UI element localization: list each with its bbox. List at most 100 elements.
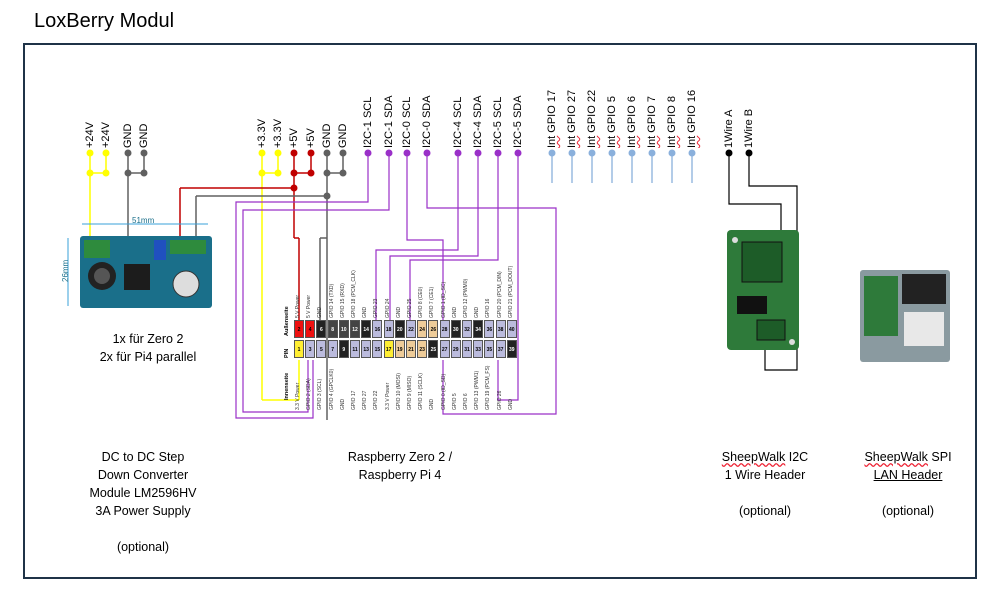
i2c-pin-label: I2C-1 SDA	[383, 95, 395, 148]
gpio-pin-label: Int GPIO 17	[546, 89, 558, 148]
header-pin-name: 5 V Power	[306, 294, 313, 318]
pi-power-pin-label: +3.3V	[256, 118, 268, 148]
header-pin: 24	[417, 320, 428, 338]
header-pin: 33	[473, 340, 484, 358]
power-gnd-wires	[127, 153, 145, 240]
header-pin: 20	[394, 320, 405, 338]
header-pin-name: GPIO 23	[373, 298, 380, 318]
header-pin-name: 5 V Power	[295, 294, 301, 318]
header-pin: 25	[428, 340, 439, 358]
sheepwalk-i2c-caption: SheepWalk I2C 1 Wire Header (optional)	[721, 450, 809, 518]
header-pin: 21	[406, 340, 416, 358]
header-pin-name: GPIO 20 (PCM_DIN)	[496, 271, 503, 318]
header-pin-name: 3.3 V Power	[384, 382, 391, 410]
header-pin-name: GPIO 8 (CE0)	[418, 286, 425, 318]
i2c-pin-label: I2C-1 SCL	[362, 96, 374, 148]
header-pin-name: GPIO 4 (GPCLK0)	[328, 368, 335, 410]
header-pin: 26	[428, 320, 439, 338]
gpio-pin-label: Int GPIO 22	[586, 89, 598, 148]
header-pin-name: GPIO 2 (SDA)	[306, 378, 313, 410]
gpio-pin-label: Int GPIO 6	[626, 96, 638, 148]
header-pin: 2	[294, 320, 304, 338]
gpio-dots	[548, 149, 696, 157]
header-pin: 35	[484, 340, 495, 358]
header-pin-name: GPIO 21 (PCM_DOUT)	[507, 265, 514, 318]
power-pin-label: +24V	[100, 122, 112, 148]
converter-board	[67, 223, 212, 308]
header-pin: 27	[439, 340, 450, 358]
module-frame	[23, 43, 977, 579]
header-pin: 28	[439, 320, 450, 338]
gpio-pin-label: Int GPIO 7	[646, 96, 658, 148]
header-pin: 18	[383, 320, 394, 338]
header-pin-name: 3.3 V Power	[295, 382, 301, 410]
header-pin: 31	[462, 340, 472, 358]
converter-note: 1x für Zero 2 2x für Pi4 parallel	[99, 332, 197, 364]
onewire-pin-label: 1Wire A	[723, 109, 735, 148]
header-pin-name: GPIO 13 (PWM1)	[474, 370, 481, 410]
header-pin-label: PIN	[284, 348, 290, 358]
header-pin: 8	[327, 320, 338, 338]
header-pin: 16	[372, 320, 383, 338]
header-pin-name: GND	[395, 306, 402, 318]
header-pin-name: GND	[362, 306, 369, 318]
i2c-pin-label: I2C-5 SCL	[492, 96, 504, 148]
gpio-pin-label: Int GPIO 5	[606, 96, 618, 148]
header-pin: 40	[506, 320, 517, 338]
header-pin-name: GPIO 9 (MISO)	[407, 375, 413, 410]
header-pin-name: GND	[339, 398, 346, 410]
header-pin-name: GND	[474, 306, 481, 318]
header-pin: 19	[394, 340, 405, 358]
sheepwalk-i2c-board	[727, 230, 799, 350]
header-pin-name: GPIO 14 (TXD)	[328, 283, 335, 318]
header-pin-name: GPIO 18 (PCM_CLK)	[351, 270, 357, 318]
header-pin: 36	[484, 320, 495, 338]
header-pin-name: GPIO 6	[463, 393, 469, 410]
header-pin: 12	[350, 320, 360, 338]
power-pin-dots	[86, 149, 148, 177]
gpio-pin-label: Int GPIO 16	[686, 89, 698, 148]
header-inner-label: Innenseite	[284, 372, 290, 400]
page-title: LoxBerry Modul	[34, 10, 175, 32]
header-pin: 5	[316, 340, 327, 358]
pi-power-pin-label: +3.3V	[272, 118, 284, 148]
header-pin-name: GPIO 16	[485, 298, 492, 318]
header-pin-name: GND	[429, 398, 436, 410]
header-pin-name: GND	[317, 306, 324, 318]
converter-caption: DC to DC Step Down Converter Module LM25…	[89, 450, 197, 554]
header-pin: 3	[305, 340, 316, 358]
header-pin: 37	[495, 340, 506, 358]
header-pin-name: GPIO 17	[351, 390, 357, 410]
header-pin: 34	[473, 320, 484, 338]
onewire-pin-label: 1Wire B	[743, 108, 755, 148]
header-pin: 23	[417, 340, 428, 358]
header-pin: 11	[350, 340, 360, 358]
header-pin: 14	[361, 320, 372, 338]
power-pin-label: +24V	[84, 122, 96, 148]
converter-height-dim: 26mm	[61, 259, 70, 282]
pi-power-pin-label: +5V	[288, 128, 300, 148]
i2c-dots	[364, 149, 522, 157]
i2c-pin-label: I2C-4 SDA	[472, 95, 484, 148]
header-pin: 6	[316, 320, 327, 338]
header-pin: 22	[406, 320, 416, 338]
pi-caption: Raspberry Zero 2 / Raspberry Pi 4	[347, 450, 453, 482]
sheepwalk-spi-board	[860, 270, 950, 362]
header-pin-name: GPIO 27	[362, 390, 369, 410]
header-pin-name: GPIO 11 (SCLK)	[418, 373, 425, 410]
header-pin-name: GPIO 10 (MOSI)	[395, 373, 402, 410]
i2c-wires	[235, 153, 557, 419]
header-pin-name: GPIO 12 (PWM0)	[463, 278, 469, 318]
header-pin: 1	[294, 340, 304, 358]
header-pin-name: GND	[507, 398, 514, 410]
power-24v-wires	[89, 153, 107, 240]
header-pin: 17	[383, 340, 394, 358]
header-pin: 10	[338, 320, 349, 338]
header-pin-name: GPIO 1 (ID_SC)	[440, 281, 447, 318]
i2c-pin-label: I2C-0 SCL	[401, 96, 413, 148]
header-pin-name: GPIO 24	[384, 298, 391, 318]
header-pin: 7	[327, 340, 338, 358]
header-pin: 29	[450, 340, 461, 358]
